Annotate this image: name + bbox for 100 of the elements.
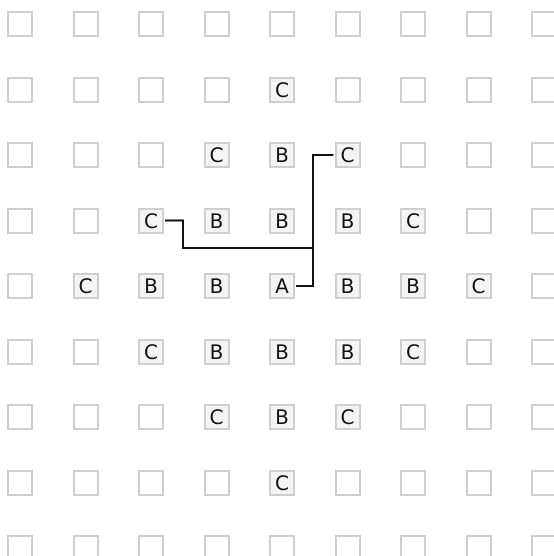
letter-square <box>400 273 426 299</box>
empty-square <box>7 142 33 168</box>
letter-square <box>138 208 164 234</box>
letter-square <box>204 338 230 364</box>
letter-square <box>204 142 230 168</box>
letter-square <box>269 273 295 299</box>
grid-letter: B <box>340 276 354 296</box>
empty-square <box>7 470 33 496</box>
empty-square <box>72 338 98 364</box>
empty-square <box>400 11 426 37</box>
empty-square <box>72 404 98 430</box>
letter-square <box>400 338 426 364</box>
empty-square <box>531 76 554 102</box>
grid-letter: C <box>275 472 289 492</box>
empty-square <box>466 208 492 234</box>
empty-square <box>466 76 492 102</box>
grid-letter: C <box>275 80 289 100</box>
grid-letter: A <box>275 276 289 296</box>
grid-letter: C <box>340 145 354 165</box>
empty-square <box>204 470 230 496</box>
grid-letter: B <box>144 276 158 296</box>
empty-square <box>531 404 554 430</box>
empty-square <box>7 338 33 364</box>
grid-letter: C <box>210 407 224 427</box>
grid-letter: C <box>406 342 420 362</box>
empty-square <box>269 535 295 556</box>
grid-letter: B <box>275 342 289 362</box>
letter-square <box>269 208 295 234</box>
empty-square <box>204 535 230 556</box>
empty-square <box>138 535 164 556</box>
grid-letter: C <box>406 210 420 230</box>
connector-line <box>165 220 314 287</box>
letter-square <box>138 273 164 299</box>
letter-square <box>269 470 295 496</box>
grid-letter: C <box>210 145 224 165</box>
empty-square <box>72 76 98 102</box>
letter-square <box>466 273 492 299</box>
empty-square <box>7 208 33 234</box>
letter-square <box>269 142 295 168</box>
empty-square <box>138 76 164 102</box>
empty-square <box>466 338 492 364</box>
empty-square <box>334 535 360 556</box>
empty-square <box>334 470 360 496</box>
empty-square <box>531 535 554 556</box>
grid-letter: B <box>275 407 289 427</box>
letter-square <box>72 273 98 299</box>
empty-square <box>138 470 164 496</box>
empty-square <box>400 404 426 430</box>
grid-letter: B <box>275 210 289 230</box>
empty-square <box>7 11 33 37</box>
empty-square <box>400 535 426 556</box>
letter-square <box>334 404 360 430</box>
letter-square <box>269 338 295 364</box>
letter-square <box>334 273 360 299</box>
empty-square <box>400 142 426 168</box>
empty-square <box>400 76 426 102</box>
empty-square <box>138 404 164 430</box>
grid-letter: B <box>340 342 354 362</box>
empty-square <box>334 11 360 37</box>
grid-letter: C <box>144 210 158 230</box>
letter-square <box>269 404 295 430</box>
empty-square <box>7 404 33 430</box>
empty-square <box>531 142 554 168</box>
grid-letter: B <box>210 276 224 296</box>
empty-square <box>531 273 554 299</box>
empty-square <box>466 535 492 556</box>
letter-square <box>334 338 360 364</box>
grid-letter: C <box>78 276 92 296</box>
grid-letter: B <box>340 210 354 230</box>
empty-square <box>7 76 33 102</box>
letter-square <box>269 76 295 102</box>
empty-square <box>72 11 98 37</box>
empty-square <box>531 11 554 37</box>
empty-square <box>269 11 295 37</box>
empty-square <box>400 470 426 496</box>
grid-letter: B <box>406 276 420 296</box>
grid-letter: B <box>210 210 224 230</box>
empty-square <box>531 208 554 234</box>
empty-square <box>72 208 98 234</box>
letter-square <box>138 338 164 364</box>
empty-square <box>138 11 164 37</box>
empty-square <box>334 76 360 102</box>
empty-square <box>466 142 492 168</box>
empty-square <box>531 338 554 364</box>
grid-letter: C <box>472 276 486 296</box>
empty-square <box>72 470 98 496</box>
letter-square <box>400 208 426 234</box>
empty-square <box>7 273 33 299</box>
grid-letter: B <box>210 342 224 362</box>
letter-square <box>204 404 230 430</box>
grid-letter: B <box>275 145 289 165</box>
empty-square <box>72 535 98 556</box>
empty-square <box>466 11 492 37</box>
empty-square <box>466 470 492 496</box>
letter-square <box>204 208 230 234</box>
letter-square <box>334 208 360 234</box>
empty-square <box>204 11 230 37</box>
grid-letter: C <box>340 407 354 427</box>
empty-square <box>138 142 164 168</box>
grid-letter: C <box>144 342 158 362</box>
